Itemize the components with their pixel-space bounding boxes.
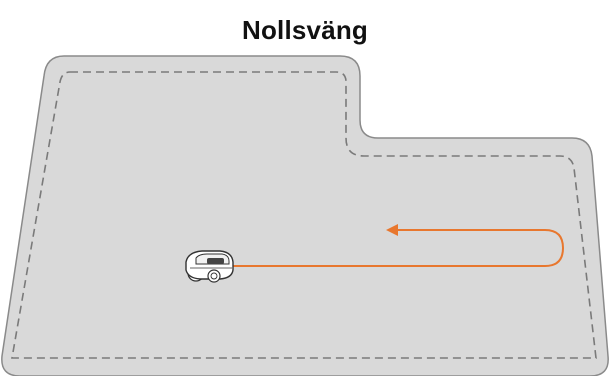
diagram-title: Nollsväng bbox=[241, 15, 369, 45]
lawn-area bbox=[1, 55, 609, 376]
arrow-left-icon bbox=[386, 224, 398, 236]
mower-path bbox=[226, 229, 565, 267]
robotic-mower-icon bbox=[185, 250, 234, 283]
boundary-wire bbox=[11, 71, 597, 359]
